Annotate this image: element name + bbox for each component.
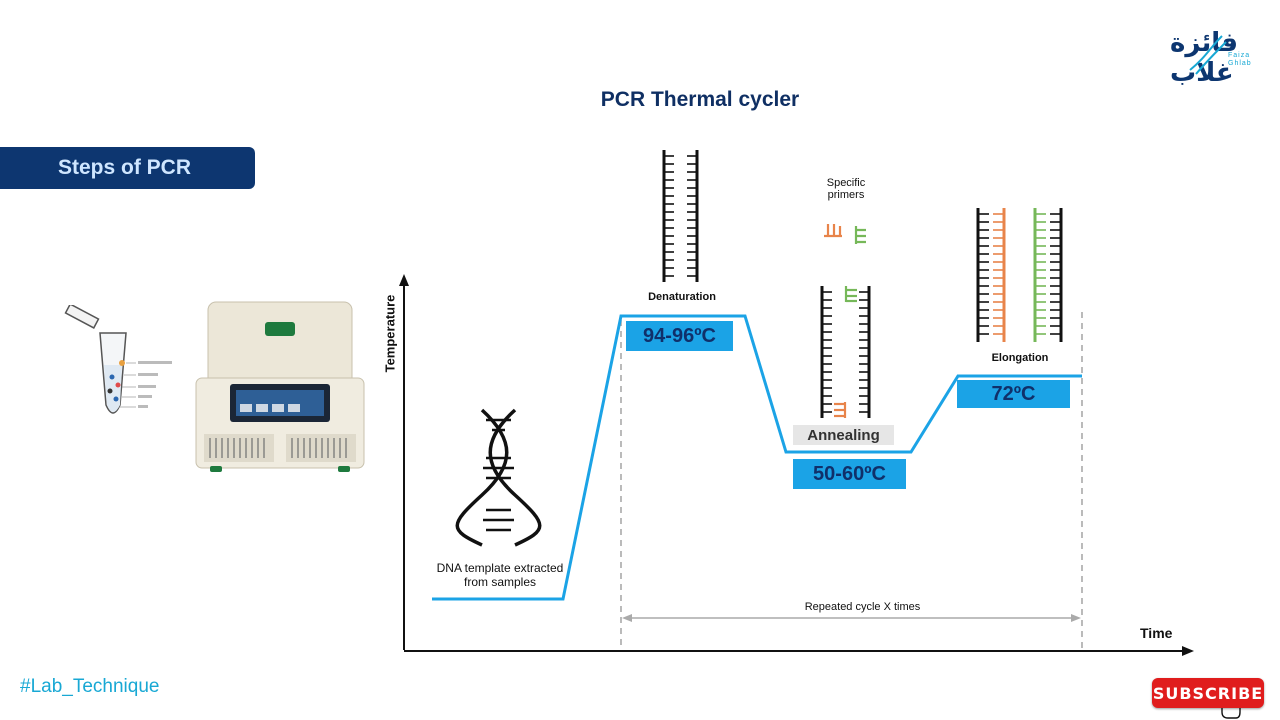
logo-dna-icon	[1189, 35, 1227, 75]
dna-helix-icon	[455, 408, 542, 547]
denatured-dna-icon	[662, 150, 699, 282]
denaturation-temp-box: 94-96ºC	[626, 321, 733, 351]
denaturation-label: Denaturation	[648, 291, 716, 303]
y-axis-arrow	[399, 274, 409, 286]
annealing-temp-box: 50-60ºC	[793, 459, 906, 489]
x-axis-arrow	[1182, 646, 1194, 656]
elongated-dna-icon	[976, 208, 1063, 342]
steps-banner: Steps of PCR	[0, 147, 255, 189]
repeat-cycle-label: Repeated cycle X times	[804, 601, 921, 613]
page-title: PCR Thermal cycler	[600, 88, 800, 111]
logo-latin-line2: Ghlab	[1228, 60, 1252, 67]
elongation-label: Elongation	[991, 352, 1049, 364]
hashtag-link[interactable]: #Lab_Technique	[20, 676, 160, 697]
annealed-dna-icon	[820, 286, 871, 418]
x-axis-label: Time	[1140, 625, 1173, 641]
primers-label-line2: primers	[827, 189, 865, 201]
thermal-cycler-machine-image	[195, 301, 365, 472]
annealing-label: Annealing	[793, 425, 894, 445]
primer-orange-icon	[824, 224, 842, 238]
logo-latin-line1: Faiza	[1228, 52, 1251, 59]
primer-green-icon	[854, 226, 866, 244]
template-label-line1: DNA template extracted	[436, 561, 564, 575]
logo-arabic-text: فائزة غلاب	[1170, 28, 1239, 88]
primers-label: Specific primers	[810, 177, 882, 201]
temperature-profile-line	[432, 314, 1082, 601]
logo-latin-text: Faiza Ghlab	[1228, 52, 1252, 68]
template-label-line2: from samples	[463, 575, 537, 589]
primers-label-line1: Specific	[826, 177, 866, 189]
pcr-tube-icon	[64, 305, 172, 414]
subscribe-button[interactable]: SUBSCRIBE	[1152, 678, 1264, 708]
template-label: DNA template extracted from samples	[425, 561, 575, 589]
elongation-temp-box: 72ºC	[957, 380, 1070, 408]
y-axis-label: Temperature	[382, 294, 398, 373]
